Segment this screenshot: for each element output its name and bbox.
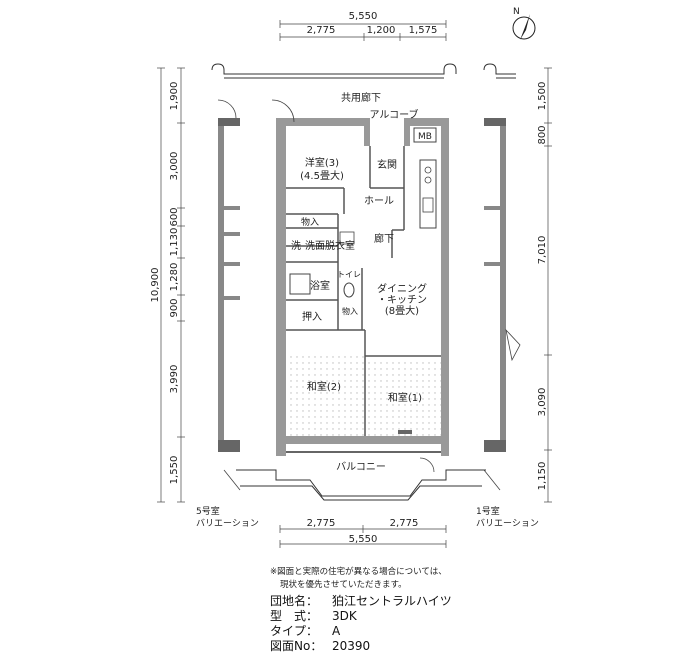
dim-left-part: 1,550 (169, 456, 180, 485)
dim-left-part: 1,280 (169, 263, 180, 292)
label-japanese1: 和室(1) (388, 391, 422, 404)
dim-top-part: 2,775 (307, 25, 336, 36)
info-key: 図面No： (270, 639, 323, 653)
dim-left-part: 3,000 (169, 152, 180, 181)
corridor-label: 共用廊下 (341, 91, 381, 104)
dim-left-total: 10,900 (150, 268, 161, 303)
label-balcony: バルコニー (336, 461, 386, 473)
info-key: タイプ： (270, 624, 319, 638)
left-dimensions (157, 67, 185, 503)
note-line: ※図面と実際の住宅が異なる場合については、 (270, 567, 447, 577)
label-hall: ホール (364, 195, 394, 207)
label-toilet: トイレ (337, 270, 361, 279)
dim-left-part: 900 (169, 298, 180, 317)
label-dk-line2: ・キッチン (377, 294, 427, 306)
north-label: N (513, 7, 520, 17)
label-japanese2: 和室(2) (307, 380, 341, 393)
label-bath: 浴室 (310, 279, 330, 292)
note-line: 現状を優先させていただきます。 (280, 580, 407, 590)
disclaimer-note: ※図面と実際の住宅が異なる場合については、 現状を優先させていただきます。 (270, 566, 447, 592)
dim-right-part: 1,150 (537, 462, 548, 491)
corridor-railing (211, 63, 516, 79)
dim-left-part: 1,130 (169, 228, 180, 257)
unit-walls (236, 99, 486, 501)
info-row: 型 式： 3DK (270, 609, 452, 624)
label-western-room: 洋室(3) (305, 156, 339, 169)
info-row: タイプ： A (270, 624, 452, 639)
room5-variation (217, 99, 241, 491)
room1-subtitle: バリエーション (476, 518, 539, 529)
info-value: 20390 (332, 639, 371, 653)
label-wash: 洗 (291, 240, 301, 252)
info-value: A (332, 624, 341, 638)
label-dk-size: (8畳大) (385, 304, 419, 317)
label-western-size: (4.5畳大) (300, 169, 344, 182)
dim-left-part: 1,900 (169, 82, 180, 111)
info-key: 団地名： (270, 594, 319, 608)
info-value: 狛江セントラルハイツ (332, 594, 452, 608)
bottom-dimensions (279, 525, 447, 548)
dim-top-part: 1,575 (409, 25, 438, 36)
label-hallway: 廊下 (374, 232, 394, 245)
right-dimensions (544, 67, 552, 503)
north-arrow-icon: N (512, 7, 536, 40)
room5-subtitle: バリエーション (196, 518, 259, 529)
label-storage: 物入 (301, 216, 319, 228)
info-row: 団地名： 狛江セントラルハイツ (270, 594, 452, 609)
room1-title: 1号室 (476, 505, 500, 517)
dim-top-part: 1,200 (367, 25, 396, 36)
dim-left-part: 600 (169, 207, 180, 226)
dim-bottom-part: 2,775 (390, 518, 419, 529)
info-row: 図面No： 20390 (270, 639, 452, 654)
label-dk-line1: ダイニング (377, 282, 427, 295)
dim-right-part: 1,500 (537, 82, 548, 111)
dim-left-part: 3,990 (169, 365, 180, 394)
label-mb: MB (418, 132, 432, 142)
dim-top-total: 5,550 (349, 11, 378, 22)
dim-bottom-total: 5,550 (349, 534, 378, 545)
room5-title: 5号室 (196, 505, 220, 517)
dim-right-part: 7,010 (537, 236, 548, 265)
label-storage2: 物入 (342, 306, 358, 316)
dim-right-part: 3,090 (537, 388, 548, 417)
label-dressing: 洗面脱衣室 (305, 239, 355, 252)
info-value: 3DK (332, 609, 357, 623)
dim-bottom-part: 2,775 (307, 518, 336, 529)
label-entrance: 玄関 (377, 158, 397, 171)
label-alcove: アルコーブ (369, 108, 418, 121)
info-key: 型 式： (270, 609, 319, 623)
top-dimensions (279, 20, 447, 41)
property-info: 団地名： 狛江セントラルハイツ 型 式： 3DK タイプ： A 図面No： 20390 (270, 594, 452, 654)
dim-right-part: 800 (537, 125, 548, 144)
label-closet: 押入 (302, 310, 322, 323)
room1-variation (483, 118, 521, 491)
